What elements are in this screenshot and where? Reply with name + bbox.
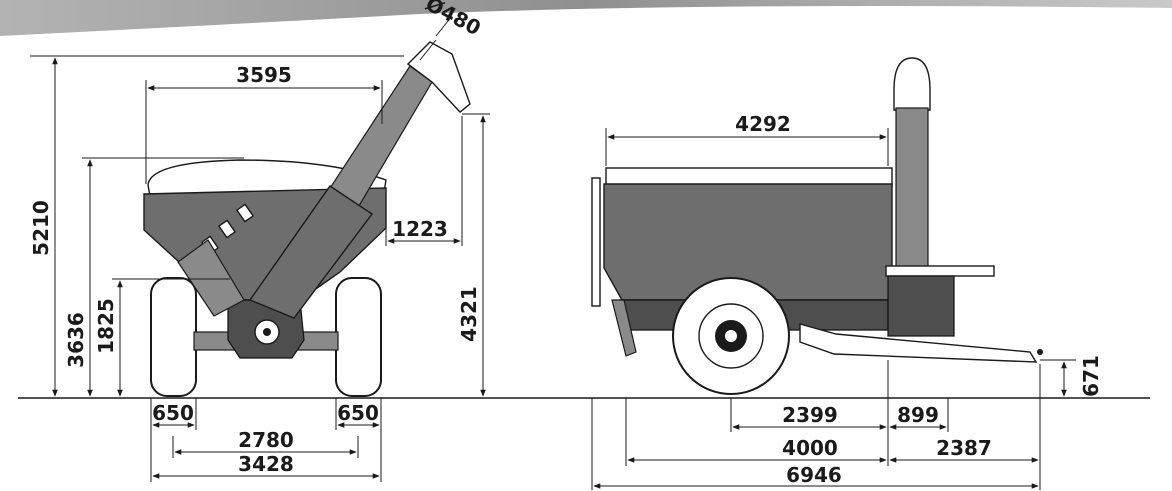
dim-hopper-length: 4292 — [735, 112, 791, 136]
side-front-bracket — [611, 299, 637, 357]
dim-overall-height: 5210 — [29, 200, 53, 256]
side-auger-top — [893, 57, 931, 111]
dim-axle-height: 1825 — [94, 298, 118, 354]
side-ladder — [591, 177, 601, 307]
dim-overall-width: 3428 — [238, 452, 294, 476]
dim-overall-length: 6946 — [786, 463, 842, 487]
side-auger-platform — [885, 265, 995, 277]
side-gearbox — [887, 275, 955, 337]
side-view-trailer — [591, 57, 1043, 395]
dim-discharge-height: 4321 — [457, 286, 481, 342]
front-view-trailer — [143, 41, 471, 397]
dim-hitch-height: 671 — [1079, 355, 1103, 397]
dim-tire-width-right: 650 — [337, 401, 379, 425]
dim-hopper-height: 3636 — [64, 312, 88, 368]
front-auger-housing — [248, 185, 374, 319]
front-view-dimensions: 5210 3636 1825 3595 Ø480 1223 4321 650 — [29, 0, 490, 482]
front-pto-center — [263, 328, 271, 336]
header-strip — [0, 0, 1172, 36]
dim-body-length: 4000 — [782, 436, 838, 460]
front-window-3 — [235, 203, 255, 223]
front-auger-chute — [177, 239, 245, 317]
dim-auger-reach: 1223 — [392, 217, 448, 241]
dim-tire-width-left: 650 — [152, 401, 194, 425]
dim-body-to-auger: 899 — [897, 403, 939, 427]
front-auger-spout — [406, 41, 471, 113]
dim-axle-to-body: 2399 — [782, 403, 838, 427]
side-drawbar — [799, 323, 1038, 363]
front-right-tire — [335, 277, 382, 397]
side-hitch-pin — [1037, 349, 1043, 355]
dim-track-width: 2780 — [238, 428, 294, 452]
dim-drawbar-length: 2387 — [936, 436, 992, 460]
front-window-2 — [217, 219, 237, 239]
dim-top-width: 3595 — [236, 63, 292, 87]
side-auger-tube — [895, 107, 929, 269]
side-hub-cap — [725, 330, 737, 342]
side-view-dimensions: 4292 671 2399 899 4000 2387 6946 — [591, 112, 1103, 490]
front-left-tire — [150, 277, 197, 397]
